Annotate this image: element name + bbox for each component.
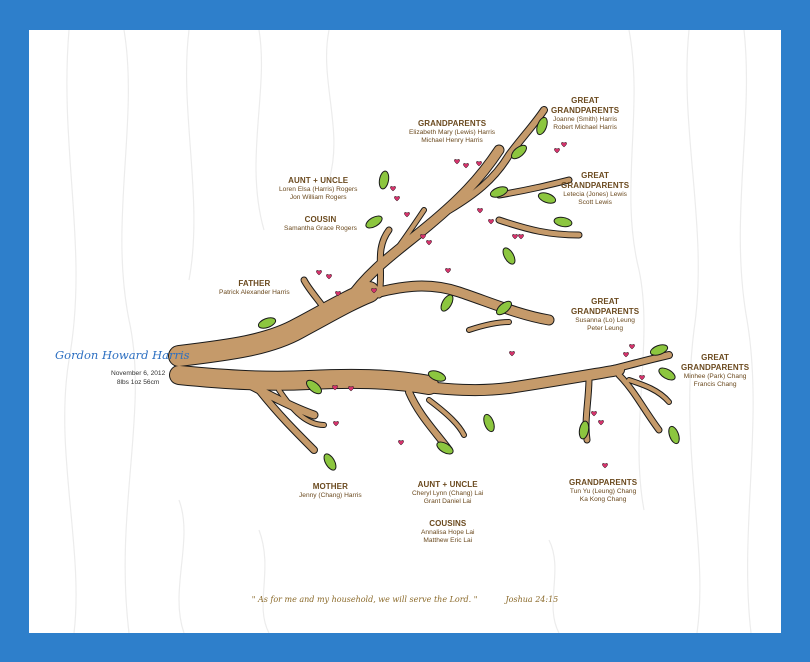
grandparents-paternal-name-2: Michael Henry Harris bbox=[421, 137, 483, 145]
great-grandparents-2-name-2: Scott Lewis bbox=[578, 199, 612, 207]
great-grandparents-1-name-2: Robert Michael Harris bbox=[553, 124, 617, 132]
tree-artwork bbox=[64, 30, 754, 633]
verse-text: " As for me and my household, we will se… bbox=[251, 595, 478, 604]
grandparents-paternal-label: GRANDPARENTS Elizabeth Mary (Lewis) Harr… bbox=[409, 119, 495, 145]
aunt-uncle-maternal-label: AUNT + UNCLE Cheryl Lynn (Chang) Lai Gra… bbox=[412, 480, 483, 506]
great-grandparents-2-label: GREAT GRANDPARENTS Letecia (Jones) Lewis… bbox=[561, 171, 629, 207]
great-grandparents-3-title-2: GRANDPARENTS bbox=[571, 307, 640, 316]
great-grandparents-4-label: GREAT GRANDPARENTS Minhee (Park) Chang F… bbox=[681, 353, 749, 389]
great-grandparents-1-title-2: GRANDPARENTS bbox=[551, 106, 620, 115]
great-grandparents-2-name-1: Letecia (Jones) Lewis bbox=[563, 191, 627, 198]
verse-reference: Joshua 24:15 bbox=[505, 595, 559, 604]
grandparents-maternal-label: GRANDPARENTS Tun Yu (Leung) Chang Ka Kon… bbox=[569, 478, 637, 504]
aunt-uncle-maternal-name-1: Cheryl Lynn (Chang) Lai bbox=[412, 490, 484, 497]
cousin-paternal-label: COUSIN Samantha Grace Rogers bbox=[284, 215, 357, 233]
cousin-paternal-name: Samantha Grace Rogers bbox=[284, 225, 357, 232]
mother-name: Jenny (Chang) Harris bbox=[299, 492, 362, 499]
great-grandparents-1-label: GREAT GRANDPARENTS Joanne (Smith) Harris… bbox=[551, 96, 619, 132]
grandparents-paternal-name-1: Elizabeth Mary (Lewis) Harris bbox=[409, 129, 496, 136]
great-grandparents-4-title-2: GRANDPARENTS bbox=[681, 363, 750, 372]
aunt-uncle-maternal-title: AUNT + UNCLE bbox=[417, 480, 478, 489]
cousins-maternal-label: COUSINS Annalisa Hope Lai Matthew Eric L… bbox=[421, 519, 475, 545]
bible-verse: " As for me and my household, we will se… bbox=[29, 595, 781, 604]
great-grandparents-2-title-1: GREAT bbox=[581, 171, 610, 180]
birth-stats: 8lbs 1oz 56cm bbox=[116, 378, 160, 386]
grandparents-maternal-title: GRANDPARENTS bbox=[569, 478, 638, 487]
wood-grain bbox=[64, 30, 754, 633]
great-grandparents-4-name-1: Minhee (Park) Chang bbox=[683, 373, 747, 380]
great-grandparents-3-label: GREAT GRANDPARENTS Susanna (Lo) Leung Pe… bbox=[571, 297, 639, 333]
great-grandparents-3-name-1: Susanna (Lo) Leung bbox=[575, 317, 635, 324]
cousins-maternal-name-2: Matthew Eric Lai bbox=[423, 537, 473, 545]
aunt-uncle-paternal-label: AUNT + UNCLE Loren Elsa (Harris) Rogers … bbox=[279, 176, 357, 202]
birth-date: November 6, 2012 bbox=[111, 370, 166, 377]
father-label: FATHER Patrick Alexander Harris bbox=[219, 279, 290, 297]
tree-leaves bbox=[257, 116, 680, 471]
cousins-maternal-title: COUSINS bbox=[429, 519, 467, 528]
aunt-uncle-maternal-name-2: Grant Daniel Lai bbox=[423, 498, 472, 506]
grandparents-maternal-name-1: Tun Yu (Leung) Chang bbox=[569, 488, 637, 495]
family-tree-canvas: Gordon Howard Harris November 6, 2012 8l… bbox=[29, 30, 781, 633]
aunt-uncle-paternal-name-1: Loren Elsa (Harris) Rogers bbox=[279, 186, 358, 193]
great-grandparents-4-title-1: GREAT bbox=[701, 353, 730, 362]
great-grandparents-3-title-1: GREAT bbox=[591, 297, 620, 306]
child-name: Gordon Howard Harris bbox=[55, 348, 190, 362]
grandparents-paternal-title: GRANDPARENTS bbox=[417, 119, 487, 128]
cousin-paternal-title: COUSIN bbox=[304, 215, 337, 224]
child-birth-info: November 6, 2012 8lbs 1oz 56cm bbox=[111, 370, 165, 388]
aunt-uncle-paternal-name-2: Jon William Rogers bbox=[289, 194, 347, 202]
mother-title: MOTHER bbox=[312, 482, 348, 491]
grandparents-maternal-name-2: Ka Kong Chang bbox=[579, 496, 627, 504]
great-grandparents-2-title-2: GRANDPARENTS bbox=[561, 181, 630, 190]
mother-label: MOTHER Jenny (Chang) Harris bbox=[299, 482, 362, 500]
great-grandparents-1-name-1: Joanne (Smith) Harris bbox=[553, 116, 618, 123]
aunt-uncle-paternal-title: AUNT + UNCLE bbox=[288, 176, 349, 185]
great-grandparents-1-title-1: GREAT bbox=[571, 96, 600, 105]
cousins-maternal-name-1: Annalisa Hope Lai bbox=[421, 529, 475, 536]
father-title: FATHER bbox=[238, 279, 271, 288]
great-grandparents-4-name-2: Francis Chang bbox=[693, 381, 737, 389]
father-name: Patrick Alexander Harris bbox=[219, 289, 290, 296]
tree-hearts bbox=[316, 142, 645, 469]
great-grandparents-3-name-2: Peter Leung bbox=[587, 325, 624, 333]
